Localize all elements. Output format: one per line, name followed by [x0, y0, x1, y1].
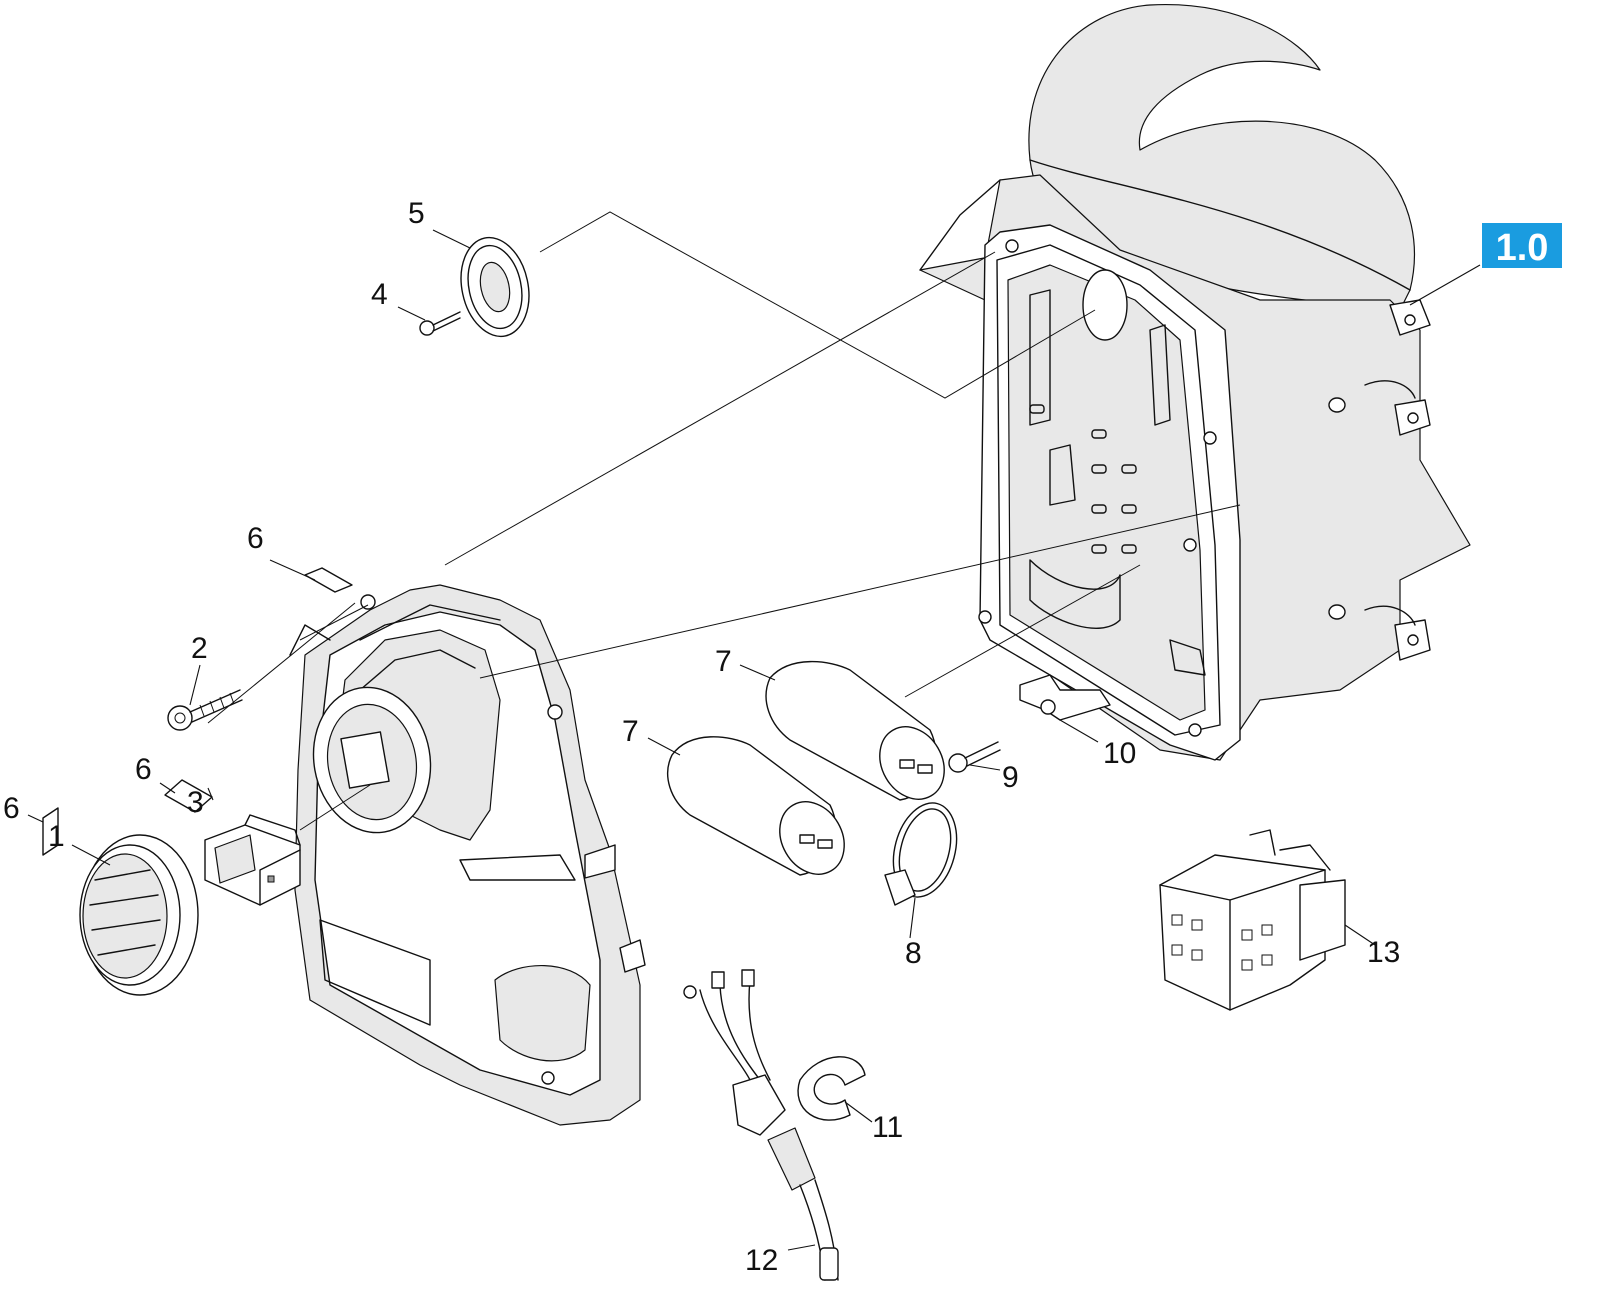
part-12-cable [683, 969, 839, 1281]
callout-6: 6 [3, 792, 20, 825]
front-cover [289, 584, 646, 1126]
badge-label: 1.0 [1496, 227, 1549, 269]
callout-9: 9 [1002, 761, 1019, 794]
callout-8: 8 [905, 937, 922, 970]
callout-3: 3 [187, 786, 204, 819]
part-10-bracket [1019, 674, 1111, 721]
callout-13: 13 [1367, 936, 1400, 969]
leader-lines [27, 229, 1481, 1251]
callout-6: 6 [247, 522, 264, 555]
callouts: 5 4 6 2 6 3 6 1 7 7 8 9 10 11 13 12 [3, 197, 1400, 1277]
callout-10: 10 [1103, 737, 1136, 770]
callout-6: 6 [135, 753, 152, 786]
part-8-clamp [884, 802, 958, 906]
callout-4: 4 [371, 278, 388, 311]
callout-12: 12 [745, 1244, 778, 1277]
part-3-switch [204, 814, 301, 906]
callout-11: 11 [872, 1111, 903, 1144]
callout-7: 7 [715, 645, 732, 678]
callout-2: 2 [191, 632, 208, 665]
part-5-grommet [460, 236, 530, 338]
part-13-contactor [1159, 829, 1346, 1011]
assembly-badge-1-0: 1.0 [1482, 223, 1562, 269]
part-9-screw [948, 741, 1001, 773]
part-7-capacitor-lower [667, 736, 845, 876]
motor-housing [919, 3, 1471, 761]
callout-5: 5 [408, 197, 425, 230]
part-11-clip [797, 1056, 866, 1121]
assembly-lines [207, 211, 1241, 831]
part-1-knob [79, 834, 199, 996]
callout-1: 1 [48, 820, 65, 853]
part-2-screw [167, 689, 243, 731]
callout-7: 7 [622, 715, 639, 748]
part-7-capacitor-upper [765, 660, 945, 801]
part-4-screw [419, 311, 461, 336]
